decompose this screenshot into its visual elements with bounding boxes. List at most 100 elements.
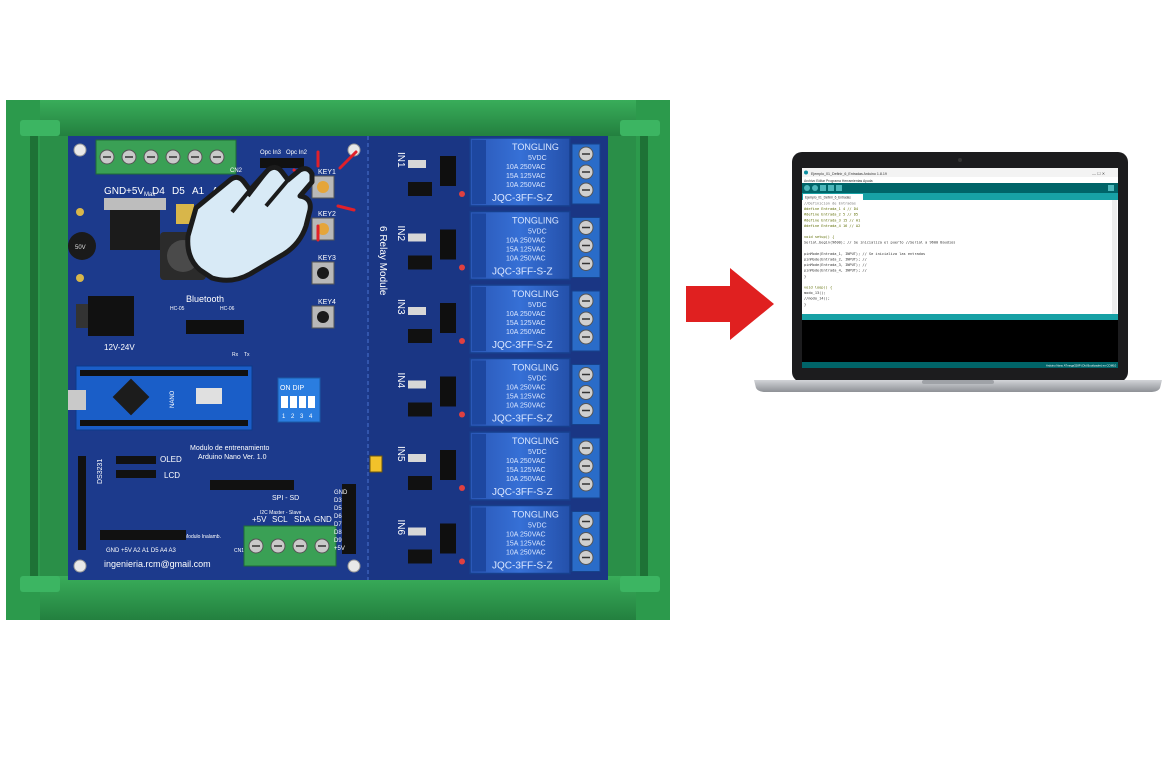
power-input-label: 12V-24V xyxy=(104,343,135,352)
module-caption-1: Modulo de entrenamiento xyxy=(190,445,269,452)
resistor xyxy=(408,380,426,389)
relay-text: JQC-3FF-S-Z xyxy=(492,267,553,278)
dip-num-4: 4 xyxy=(309,414,313,420)
relay-terminal xyxy=(571,364,601,425)
transistor xyxy=(440,523,456,554)
ide-code-area[interactable]: //Definicion de Entradas#define Entrada_… xyxy=(804,202,955,307)
new-icon[interactable] xyxy=(820,185,826,191)
optocoupler-chip xyxy=(408,182,432,196)
resistor xyxy=(408,454,426,462)
arduino-nano: NANO xyxy=(68,365,253,431)
ide-toolbar-buttons xyxy=(804,185,1114,191)
i2c-pin-scl: SCL xyxy=(272,515,288,524)
resistor xyxy=(408,527,426,536)
led-indicator xyxy=(459,338,465,344)
right-header-pin-label: D5 xyxy=(334,506,342,512)
top-terminal-block xyxy=(95,139,237,175)
i2c-terminal-block xyxy=(243,525,337,567)
rx-label: Rx xyxy=(232,352,239,358)
code-line: void setup() { xyxy=(804,235,834,239)
relay-text: 10A 250VAC xyxy=(506,164,546,171)
relay-text: JQC-3FF-S-Z xyxy=(492,193,553,204)
relay-text: 15A 125VAC xyxy=(506,467,546,474)
relay-terminal-blocks xyxy=(571,143,601,572)
relay-text: 10A 250VAC xyxy=(506,238,546,245)
relay-text: JQC-3FF-S-Z xyxy=(492,414,553,425)
input-channel-label: IN5 xyxy=(395,446,406,462)
ide-console xyxy=(802,320,1118,362)
code-line: pinMode(Entrada_3, INPUT); // xyxy=(804,263,867,267)
relay-text: TONGLING xyxy=(512,436,559,446)
cn2-label: CN2 xyxy=(230,168,243,174)
resistor xyxy=(408,233,426,242)
optocoupler-chip xyxy=(408,255,432,270)
transistor xyxy=(440,376,456,407)
led-indicator xyxy=(459,558,465,565)
relay-text: 15A 125VAC xyxy=(506,541,546,548)
resistor xyxy=(408,160,426,168)
relay-text: 5VDC xyxy=(528,229,547,236)
ds3231-label: DS3231 xyxy=(97,459,104,484)
email-label: ingenieria.rcm@gmail.com xyxy=(104,559,211,569)
right-header-pin-label: D8 xyxy=(334,530,342,536)
right-header-pin-label: GND xyxy=(334,490,348,496)
code-line: pinMode(Entrada_1, INPUT); // Se inicial… xyxy=(804,252,925,256)
bottom-module-label: Modulo Inalamb. xyxy=(184,534,221,540)
upload-icon[interactable] xyxy=(812,185,818,191)
serial-monitor-icon[interactable] xyxy=(1108,185,1114,191)
window-controls: — ☐ ✕ xyxy=(1092,171,1105,176)
relay-text: 15A 125VAC xyxy=(506,320,546,327)
transistor xyxy=(440,303,456,333)
laptop: Ejemplo_01_Definir_6_Entradas Arduino 1.… xyxy=(754,152,1162,392)
led-indicator xyxy=(459,411,465,418)
key2-label: KEY2 xyxy=(318,211,336,218)
relay-terminal xyxy=(571,511,601,572)
input-channel-label: IN6 xyxy=(395,520,406,536)
relay-text: 15A 125VAC xyxy=(506,394,546,401)
relay-terminal xyxy=(571,437,601,499)
relay-text: 5VDC xyxy=(528,155,547,162)
resistor xyxy=(408,307,426,315)
tx-label: Tx xyxy=(244,352,250,358)
dip-num-2: 2 xyxy=(291,414,295,420)
code-line: pinMode(Entrada_4, INPUT); // xyxy=(804,269,867,273)
optocouplers xyxy=(408,156,465,565)
open-icon[interactable] xyxy=(828,185,834,191)
right-header-pin-label: D9 xyxy=(334,538,342,544)
terminal-label-5v: +5V xyxy=(126,186,144,197)
relay-text: 10A 250VAC xyxy=(506,385,546,392)
i2c-pin-5v: +5V xyxy=(252,515,267,524)
relay-text: TONGLING xyxy=(512,289,559,299)
code-line: Serial.begin(9600); // Se inicializa el … xyxy=(804,241,955,245)
relay-text: 10A 250VAC xyxy=(506,329,546,336)
terminal-label-d4: D4 xyxy=(152,186,165,197)
save-icon[interactable] xyxy=(836,185,842,191)
code-line: //modo_14(); xyxy=(804,297,830,301)
transistor xyxy=(440,156,456,186)
ide-tab[interactable] xyxy=(803,194,863,200)
transistor xyxy=(440,450,456,480)
pointing-hand-icon xyxy=(185,164,315,283)
key4-label: KEY4 xyxy=(318,299,336,306)
input-channel-label: IN1 xyxy=(395,152,406,168)
verify-icon[interactable] xyxy=(804,185,810,191)
right-header-pin-label: D7 xyxy=(334,522,342,528)
i2c-pin-gnd: GND xyxy=(314,515,332,524)
module-captions: Modulo de entrenamiento Arduino Nano Ver… xyxy=(97,226,388,569)
relay-text: TONGLING xyxy=(512,216,559,226)
relay-text: TONGLING xyxy=(512,510,559,520)
relay-text: 5VDC xyxy=(528,523,547,530)
dip-num-1: 1 xyxy=(282,414,286,420)
code-line: pinMode(Entrada_2, INPUT); // xyxy=(804,258,867,262)
input-channel-label: IN4 xyxy=(395,373,406,389)
input-channel-label: IN3 xyxy=(395,299,406,315)
relay-text: 10A 250VAC xyxy=(506,532,546,539)
dip-on-label: ON DIP xyxy=(280,385,304,392)
nano-label: NANO xyxy=(170,390,176,408)
code-line: void loop() { xyxy=(804,286,832,290)
oled-label: OLED xyxy=(160,455,182,464)
key3-label: KEY3 xyxy=(318,255,336,262)
